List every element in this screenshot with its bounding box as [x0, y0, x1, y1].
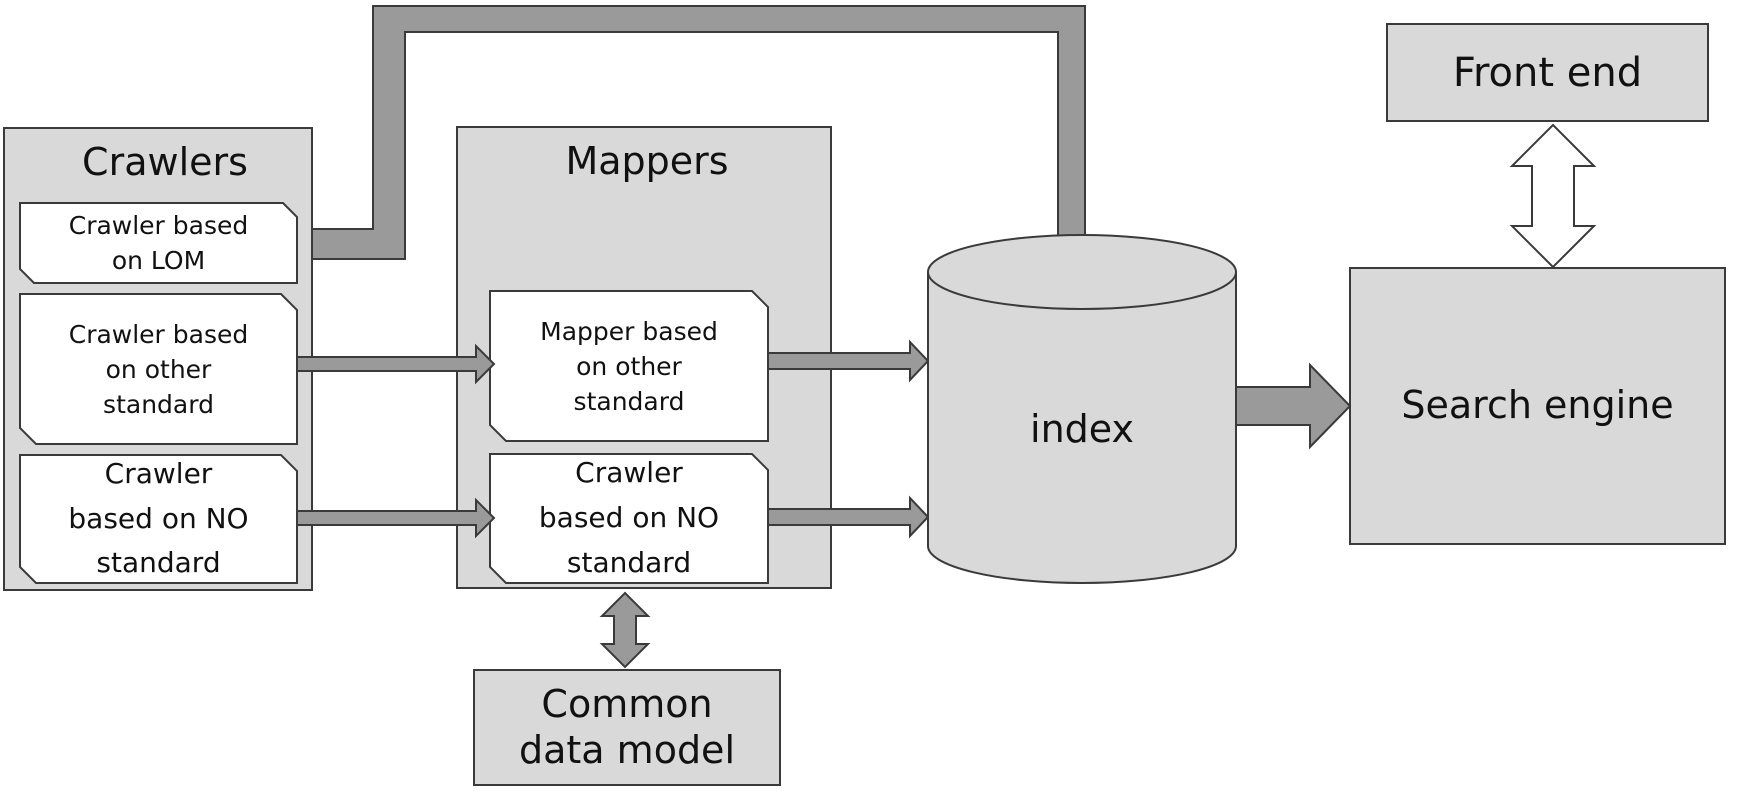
crawler-card-other — [19, 293, 298, 445]
mapper-other-to-index-arrow — [767, 339, 930, 383]
common-data-model-box — [473, 669, 781, 786]
crawlers-title: Crawlers — [82, 140, 248, 185]
front-end-box — [1386, 23, 1709, 122]
crawler-other-label: Crawler based on other standard — [68, 319, 249, 419]
mapper-no-standard-to-index-arrow — [767, 495, 930, 539]
index-to-search-engine-arrow — [1235, 362, 1352, 450]
front-end-search-engine-double-arrow — [1509, 123, 1597, 269]
mapper-card-other — [489, 290, 769, 442]
index-cylinder — [927, 234, 1237, 584]
mappers-title: Mappers — [565, 139, 729, 184]
crawler-card-lom — [19, 202, 298, 284]
mapper-no-standard-label: Crawler based on NO standard — [538, 456, 720, 579]
mappers-common-model-double-arrow — [599, 591, 651, 669]
crawler-card-no-standard — [19, 454, 298, 584]
mapper-other-label: Mapper based on other standard — [540, 316, 718, 416]
index-label: index — [1030, 407, 1134, 452]
crawler-lom-label: Crawler based on LOM — [68, 211, 249, 275]
crawler-no-standard-label: Crawler based on NO standard — [68, 456, 249, 580]
crawler-other-to-mapper-arrow — [296, 343, 496, 385]
front-end-label: Front end — [1452, 49, 1643, 96]
common-data-model-label: Common data model — [519, 681, 735, 772]
mapper-card-no-standard — [489, 453, 769, 584]
search-engine-label: Search engine — [1401, 383, 1674, 428]
search-engine-box — [1349, 267, 1726, 545]
crawler-no-standard-to-mapper-arrow — [296, 497, 496, 539]
